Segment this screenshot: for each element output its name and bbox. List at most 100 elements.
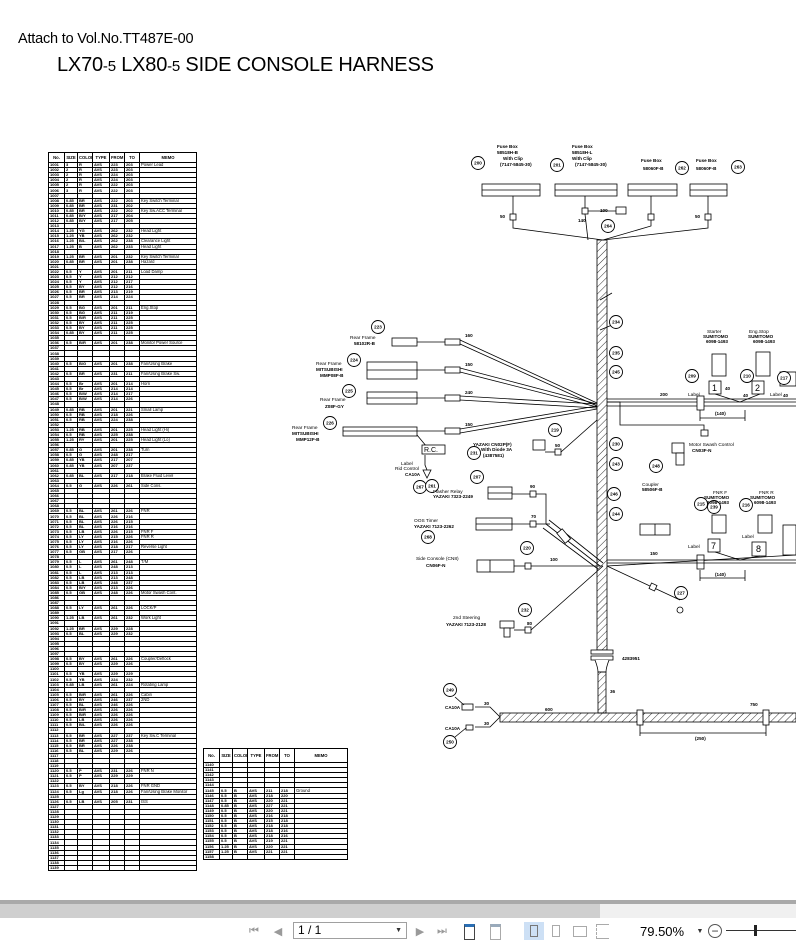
- table-row: 1117: [48, 752, 197, 759]
- callout-circle: [731, 160, 745, 174]
- continuous-facing-icon: [596, 924, 609, 939]
- next-view-icon: [490, 924, 501, 940]
- callout-circle: [471, 156, 485, 170]
- page-title: LX70-5 LX80-5 SIDE CONSOLE HARNESS: [57, 54, 434, 77]
- callout-number: 226: [326, 421, 334, 426]
- grommet-part-number: 4283951: [622, 656, 640, 661]
- page-dropdown-icon[interactable]: ▼: [395, 927, 402, 934]
- continuous-facing-view-button[interactable]: [592, 922, 612, 940]
- fusebox-263-part: 58060F-B: [696, 166, 717, 171]
- diode-connector-label: YAZAKI CN02P(F): [473, 442, 512, 447]
- callout-number: 223: [374, 325, 382, 330]
- length-label: 70: [531, 514, 537, 519]
- page-number-input[interactable]: 1 / 1▼: [293, 922, 407, 939]
- next-page-button[interactable]: ▶: [414, 923, 426, 939]
- callout-number: 219: [551, 428, 559, 433]
- next-view-button[interactable]: [486, 922, 506, 940]
- callout-circle: [777, 371, 791, 385]
- table-row: 1041: [48, 365, 197, 372]
- callout-circle: [520, 541, 534, 555]
- label-tag-fnr-r: Label: [742, 534, 754, 540]
- attach-volume-note: Attach to Vol.No.TT487E-00: [18, 31, 194, 47]
- label-tag-starter: Label: [688, 392, 700, 398]
- eng-stop-maker: SUMITOMO: [748, 334, 774, 339]
- zoom-slider-thumb[interactable]: [754, 925, 757, 936]
- length-label: 50: [695, 214, 701, 219]
- callout-number: 216: [742, 503, 750, 508]
- rear-frame-3-label: Rear Frame: [320, 397, 346, 403]
- fusebox-201-part: 58518H-L: [572, 150, 593, 155]
- callout-number: 239: [710, 505, 718, 510]
- motor-swash-part: CN03F-N: [692, 448, 712, 453]
- rear-frame-4-label: Rear Frame: [292, 425, 318, 431]
- callout-number: 207: [473, 475, 481, 480]
- callout-circle: [443, 683, 457, 697]
- rid-control-part: CA10A: [405, 472, 421, 477]
- length-label: 30: [484, 721, 490, 726]
- last-page-button[interactable]: ⏭: [435, 923, 449, 939]
- callout-circle: [607, 487, 621, 501]
- facing-view-button[interactable]: [569, 922, 589, 940]
- callout-number: 249: [446, 688, 454, 693]
- length-label: 150: [465, 362, 473, 367]
- zoom-dropdown-button[interactable]: ▼: [696, 923, 704, 939]
- fnr-f-label: FNR F: [713, 490, 727, 496]
- callout-circle: [609, 315, 623, 329]
- callout-circle: [609, 507, 623, 521]
- callout-number: 210: [743, 374, 751, 379]
- starter-part: 6098-1493: [706, 339, 728, 344]
- table-row: 1100: [48, 666, 197, 673]
- fnr-f-maker: SUMITOMO: [704, 495, 730, 500]
- callout-circle: [739, 498, 753, 512]
- length-label: 100: [550, 557, 558, 562]
- previous-view-button[interactable]: [460, 922, 480, 940]
- table-row: 1139: [48, 864, 197, 872]
- length-label: 90: [530, 484, 536, 489]
- title-model-2: LX80: [115, 54, 168, 76]
- rear-frame-1-label: Rear Frame: [350, 335, 376, 341]
- zoom-slider[interactable]: [726, 930, 796, 931]
- side-console-label: Side Console (CN8): [416, 556, 459, 562]
- length-label: 160: [465, 333, 473, 338]
- callout-circle: [740, 369, 754, 383]
- label-box-7: 7: [711, 541, 716, 551]
- document-page: Attach to Vol.No.TT487E-00 LX70-5 LX80-5…: [18, 31, 796, 872]
- callout-circle: [707, 500, 721, 514]
- callout-circle: [425, 479, 439, 493]
- callout-circle: [371, 320, 385, 334]
- length-label: 80: [527, 621, 533, 626]
- table-row: 1158: [203, 853, 348, 860]
- horizontal-scrollbar-thumb[interactable]: [0, 904, 600, 918]
- callout-circle: [649, 459, 663, 473]
- rear-frame-4-part: MMP12F-B: [296, 437, 320, 442]
- label-tag-engstop: Label: [770, 392, 782, 398]
- label-tag: Label: [401, 461, 413, 467]
- callout-circle: [323, 416, 337, 430]
- single-page-view-button[interactable]: [524, 922, 544, 940]
- continuous-view-button[interactable]: [546, 922, 566, 940]
- rear-frame-4-maker: MITSUBISHI: [292, 431, 319, 436]
- rear-frame-2-label: Rear Frame: [316, 361, 342, 367]
- first-page-button[interactable]: ⏮: [247, 923, 261, 939]
- length-label: 750: [750, 702, 758, 707]
- zoom-level[interactable]: 79.50%: [640, 924, 685, 939]
- callout-circle: [609, 365, 623, 379]
- previous-page-button[interactable]: ◀: [272, 923, 284, 939]
- wire-memo: [139, 864, 197, 872]
- zoom-out-button[interactable]: −: [708, 924, 722, 938]
- horizontal-scrollbar[interactable]: [0, 904, 796, 918]
- length-label: 100: [600, 208, 608, 213]
